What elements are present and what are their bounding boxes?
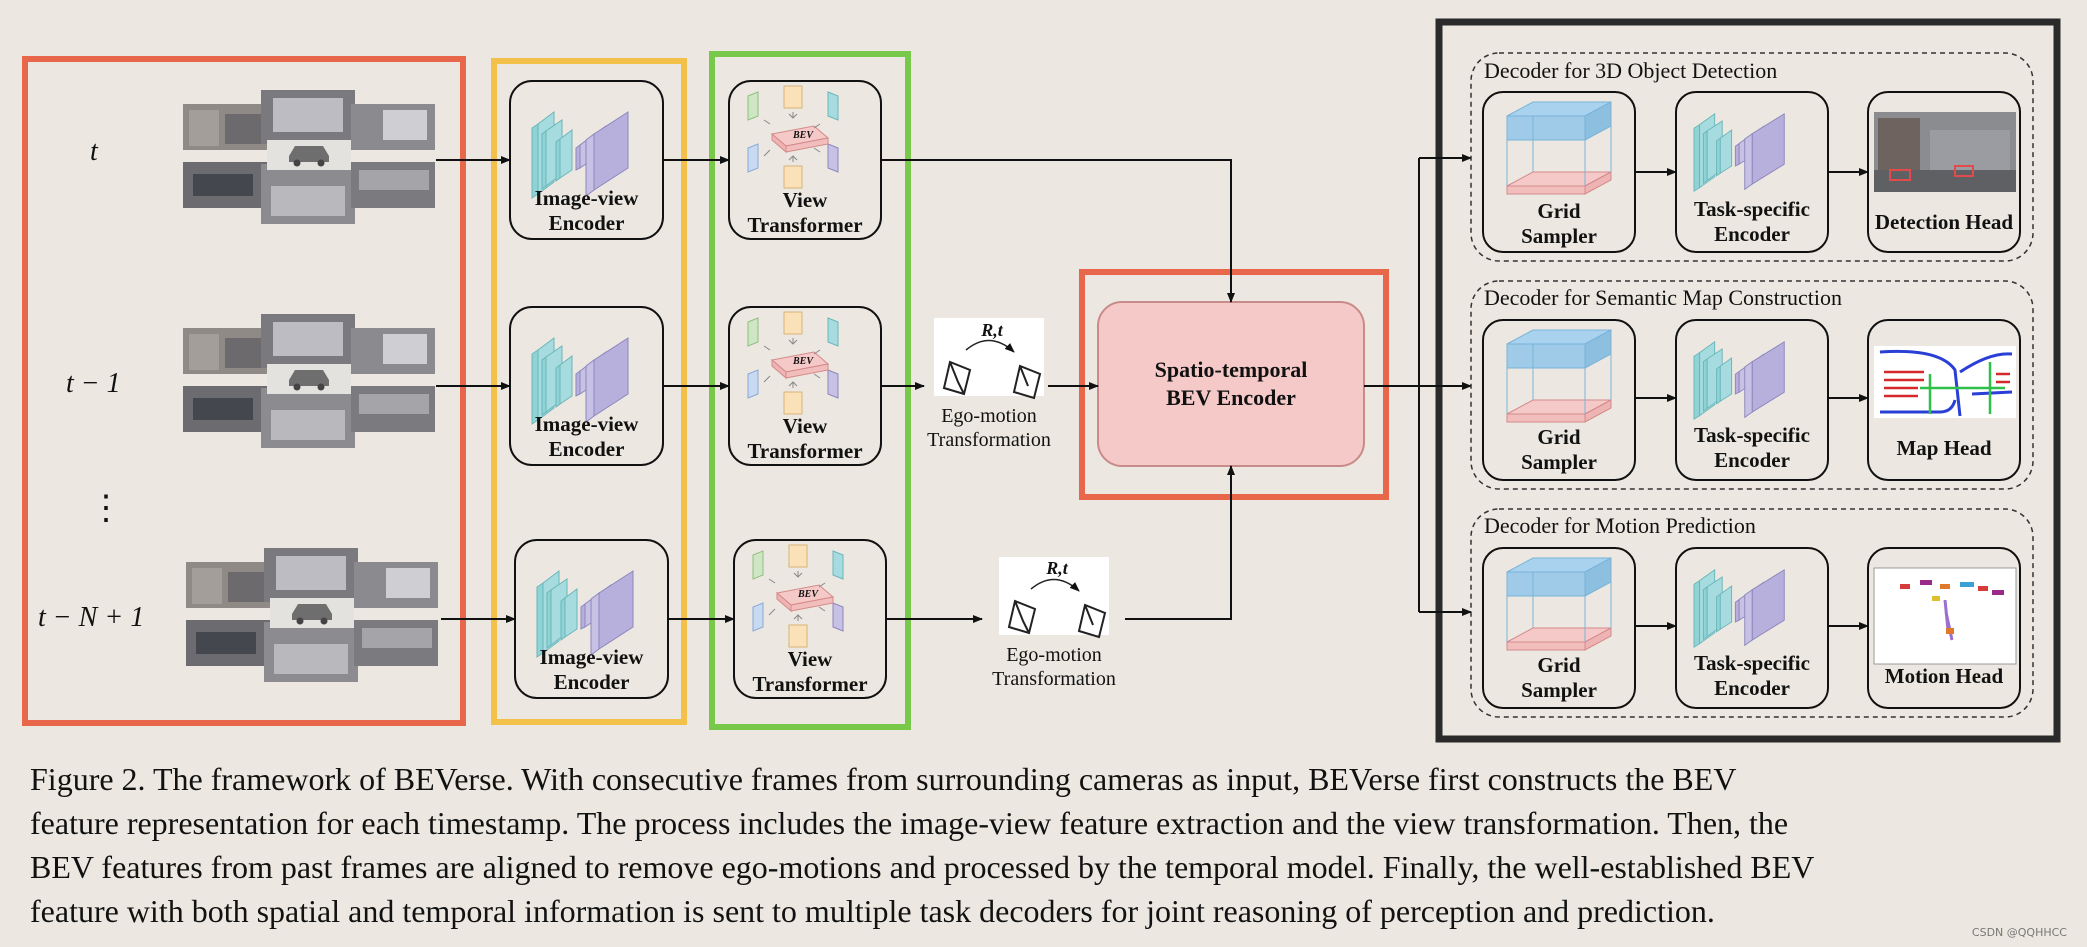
caption-line: feature with both spatial and temporal i…: [30, 893, 1715, 929]
task-encoder-line1: Task-specific: [1694, 651, 1810, 675]
grid-sampler-line1: Grid: [1537, 199, 1581, 223]
decoder-group-detection: [1470, 52, 2034, 262]
st-encoder-label: Spatio-temporal BEV Encoder: [1098, 302, 1364, 466]
bev-tag: BEV: [797, 589, 818, 600]
task-encoder-icon: [1693, 341, 1785, 420]
timestep-label-t-n-1: t − N + 1: [38, 602, 145, 633]
transformer-label-line1: View: [787, 647, 833, 671]
motion-head-label: Motion Head: [1884, 664, 2004, 688]
figure-caption: Figure 2. The framework of BEVerse. With…: [30, 757, 2040, 933]
ego-motion-label-2: Ego-motion Transformation: [979, 643, 1129, 691]
st-encoder-frame: [1079, 269, 1389, 500]
transformer-label-3: View Transformer: [734, 647, 886, 697]
task-encoder-line2: Encoder: [1714, 448, 1790, 472]
task-encoder-line1: Task-specific: [1694, 423, 1810, 447]
encoder-label-line2: Encoder: [548, 437, 625, 461]
decoder-group-motion: [1470, 508, 2034, 718]
grid-sampler-label: Grid Sampler: [1483, 199, 1635, 249]
task-encoder-label: Task-specific Encoder: [1676, 197, 1828, 247]
camera-images-t: [183, 90, 435, 224]
transformer-label-1: View Transformer: [729, 188, 881, 238]
ego-motion-line2: Transformation: [992, 668, 1116, 690]
transformer-group-box: [709, 51, 911, 730]
grid-sampler-line1: Grid: [1537, 653, 1581, 677]
camera-images-t-1: [183, 314, 435, 448]
task-encoder-line1: Task-specific: [1694, 197, 1810, 221]
ego-motion-line2: Transformation: [927, 429, 1051, 451]
decoders-frame: [1435, 18, 2061, 743]
ellipsis: ⋮: [89, 490, 123, 527]
grid-sampler-line1: Grid: [1537, 425, 1581, 449]
transformer-label-line2: Transformer: [747, 439, 863, 463]
caption-line: Figure 2. The framework of BEVerse. With…: [30, 761, 1737, 797]
grid-sampler-icon: [1506, 329, 1612, 423]
task-encoder-icon: [1693, 569, 1785, 648]
encoder-label-line2: Encoder: [548, 211, 625, 235]
detection-head-label: Detection Head: [1874, 210, 2014, 234]
camera-images-t-n-1: [186, 548, 438, 682]
transformer-label-2: View Transformer: [729, 414, 881, 464]
task-encoder-label: Task-specific Encoder: [1676, 651, 1828, 701]
grid-sampler-box-3: [1482, 547, 1636, 709]
decoder-title-map: Decoder for Semantic Map Construction: [1484, 285, 1843, 310]
transformer-label-line1: View: [782, 414, 828, 438]
caption-line: feature representation for each timestam…: [30, 805, 1789, 841]
task-encoder-line2: Encoder: [1714, 222, 1790, 246]
transformer-label-line2: Transformer: [747, 213, 863, 237]
timestep-label-t-1: t − 1: [66, 368, 121, 399]
ego-motion-line1: Ego-motion: [1006, 644, 1102, 666]
ego-motion-line1: Ego-motion: [941, 405, 1037, 427]
input-frames-box: [22, 56, 466, 726]
transformer-label-line1: View: [782, 188, 828, 212]
encoder-label-3: Image-view Encoder: [515, 645, 668, 695]
caption-line: BEV features from past frames are aligne…: [30, 849, 1815, 885]
map-head-label: Map Head: [1896, 436, 1992, 460]
grid-sampler-label: Grid Sampler: [1483, 425, 1635, 475]
ego-motion-thumb-1: [934, 318, 1044, 396]
grid-sampler-box-2: [1482, 319, 1636, 481]
bev-tag: BEV: [792, 130, 813, 141]
encoder-label-line1: Image-view: [534, 186, 639, 210]
map-output-thumb: [1874, 346, 2016, 418]
encoder-label-line1: Image-view: [539, 645, 644, 669]
detection-output-thumb: [1874, 112, 2016, 192]
encoder-label-line2: Encoder: [553, 670, 630, 694]
motion-output-thumb: [1873, 567, 2017, 665]
task-encoder-line2: Encoder: [1714, 676, 1790, 700]
encoder-label-2: Image-view Encoder: [510, 412, 663, 462]
grid-sampler-line2: Sampler: [1521, 450, 1597, 474]
grid-sampler-icon: [1506, 101, 1612, 195]
decoder-group-map: [1470, 280, 2034, 490]
st-encoder-line1: Spatio-temporal: [1154, 357, 1308, 382]
timestep-label-t: t: [90, 136, 98, 167]
encoder-label-line1: Image-view: [534, 412, 639, 436]
ego-motion-thumb-2: [999, 557, 1109, 635]
grid-sampler-icon: [1506, 557, 1612, 651]
encoder-group-box: [491, 58, 687, 725]
bev-tag: BEV: [792, 356, 813, 367]
transformer-label-line2: Transformer: [752, 672, 868, 696]
task-encoder-icon: [1693, 113, 1785, 192]
task-encoder-label: Task-specific Encoder: [1676, 423, 1828, 473]
watermark: CSDN @QQHHCC: [1971, 926, 2067, 939]
ego-motion-label-1: Ego-motion Transformation: [914, 404, 1064, 452]
st-encoder-line2: BEV Encoder: [1166, 385, 1296, 410]
ego-motion-math-2: R,t: [1046, 558, 1068, 578]
camera-pose-icon: [1007, 599, 1107, 639]
grid-sampler-line2: Sampler: [1521, 224, 1597, 248]
grid-sampler-line2: Sampler: [1521, 678, 1597, 702]
grid-sampler-label: Grid Sampler: [1483, 653, 1635, 703]
decoder-title-motion: Decoder for Motion Prediction: [1484, 513, 1756, 538]
decoder-title-detection: Decoder for 3D Object Detection: [1484, 58, 1778, 83]
camera-pose-icon: [942, 360, 1042, 400]
encoder-label-1: Image-view Encoder: [510, 186, 663, 236]
ego-motion-math-1: R,t: [981, 320, 1003, 340]
